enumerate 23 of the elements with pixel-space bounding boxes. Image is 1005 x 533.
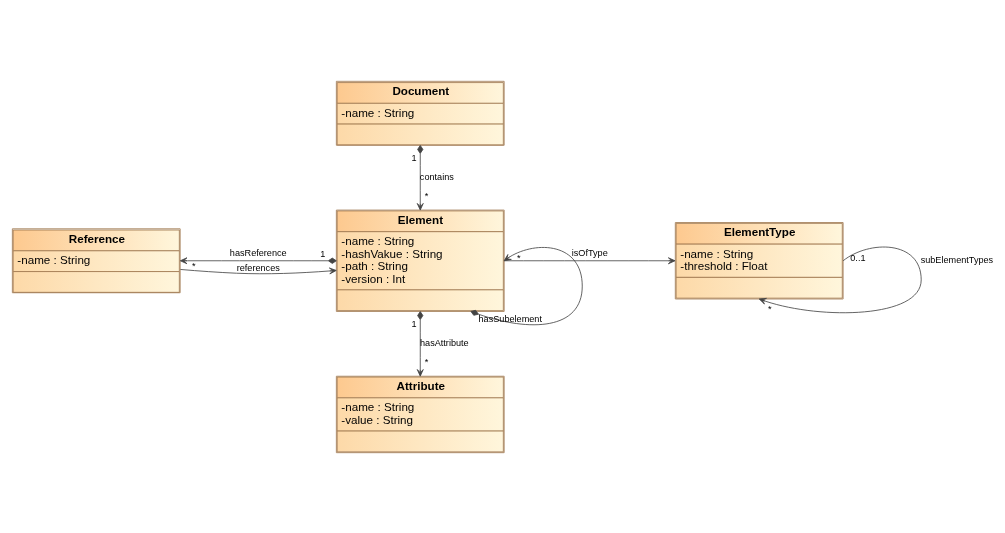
label: 1 [320,248,326,259]
arrow [179,256,337,264]
edge-label: contains [419,171,454,182]
arrow [416,144,424,210]
edge-label: hasAttribute [419,337,469,348]
edge-label: isOfType [571,247,608,258]
label: * [424,356,429,367]
arrow [758,246,922,313]
arrow [416,310,424,377]
edge-label: hasReference [229,247,287,258]
arrow [503,256,676,264]
label: 1 [411,152,417,163]
edge-label: references [236,262,280,273]
label: 1 [411,318,417,329]
edge-label: subElementTypes [920,254,994,265]
label: * [192,260,196,271]
edge-label: hasSubelement [478,313,542,324]
label: * [517,252,521,262]
arrow [180,267,337,274]
label: * [768,303,772,314]
label: 0..1 [850,252,866,263]
label: * [424,190,429,201]
arrow [470,246,583,325]
